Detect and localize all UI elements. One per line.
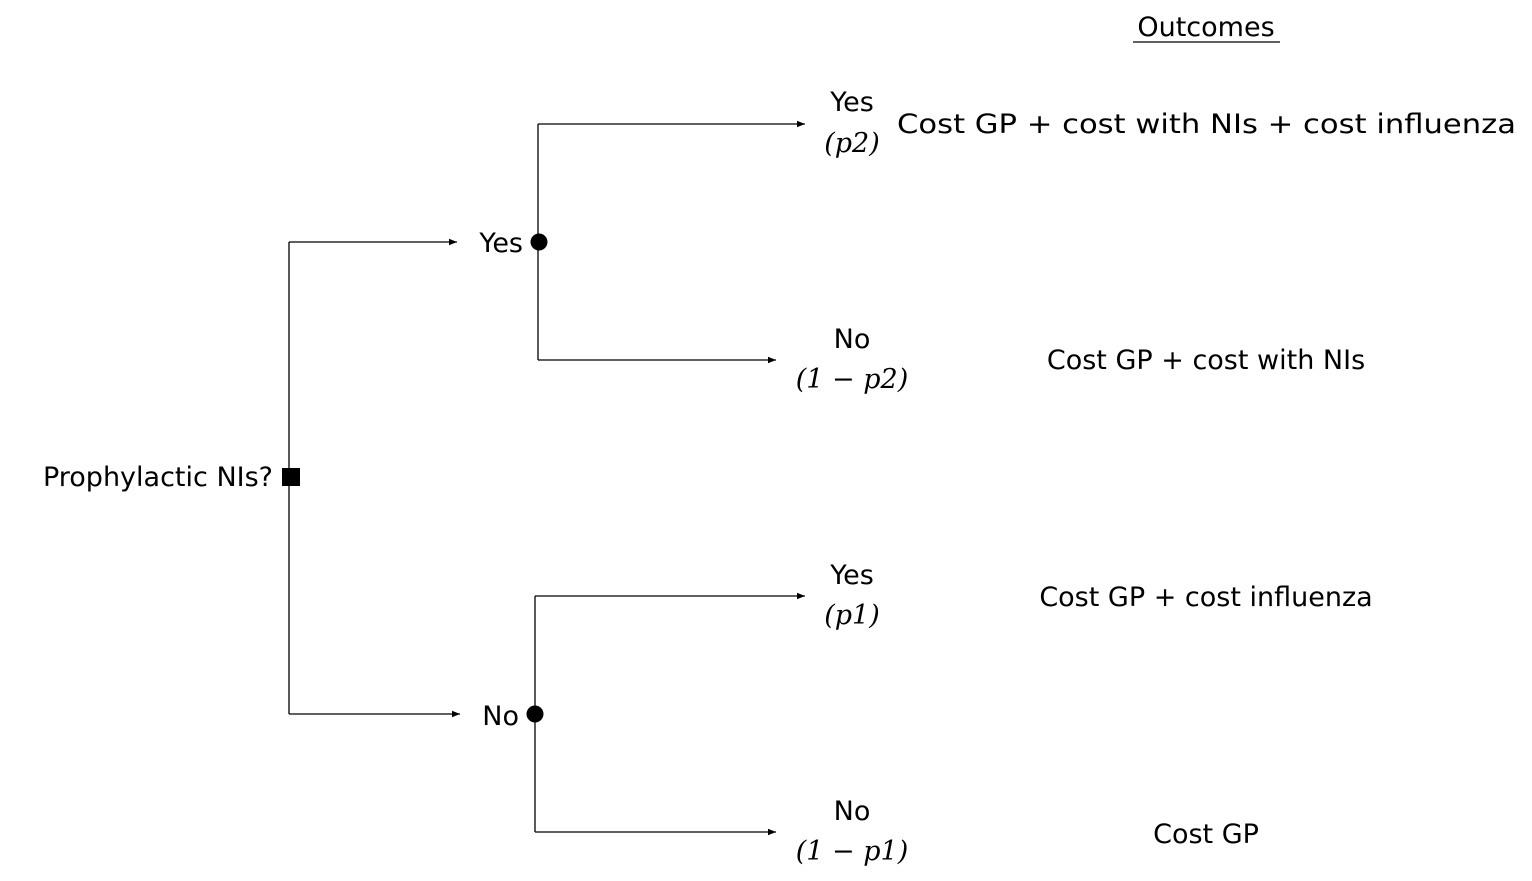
chance-node-yes bbox=[530, 233, 548, 251]
leaf-probability: (p2) bbox=[824, 128, 880, 159]
leaf-outcome: Cost GP + cost with NIs + cost influenza bbox=[897, 109, 1516, 140]
leaf-outcome: Cost GP + cost influenza bbox=[1039, 582, 1372, 613]
leaf-outcome: Cost GP bbox=[1153, 819, 1259, 850]
leaf-probability: (p1) bbox=[824, 600, 880, 631]
decision-node-square bbox=[282, 468, 300, 486]
root-label: Prophylactic NIs? bbox=[43, 462, 273, 493]
leaf-label: No bbox=[834, 324, 871, 355]
leaf-outcome: Cost GP + cost with NIs bbox=[1047, 345, 1365, 376]
branch-no-label: No bbox=[482, 701, 519, 732]
leaf-probability: (1 − p2) bbox=[796, 364, 909, 395]
leaf-label: Yes bbox=[829, 560, 874, 591]
leaf-label: Yes bbox=[829, 87, 874, 118]
leaf-label: No bbox=[834, 796, 871, 827]
outcomes-header: Outcomes bbox=[1137, 12, 1274, 43]
leaf-probability: (1 − p1) bbox=[796, 836, 909, 867]
branch-yes-label: Yes bbox=[478, 228, 523, 259]
